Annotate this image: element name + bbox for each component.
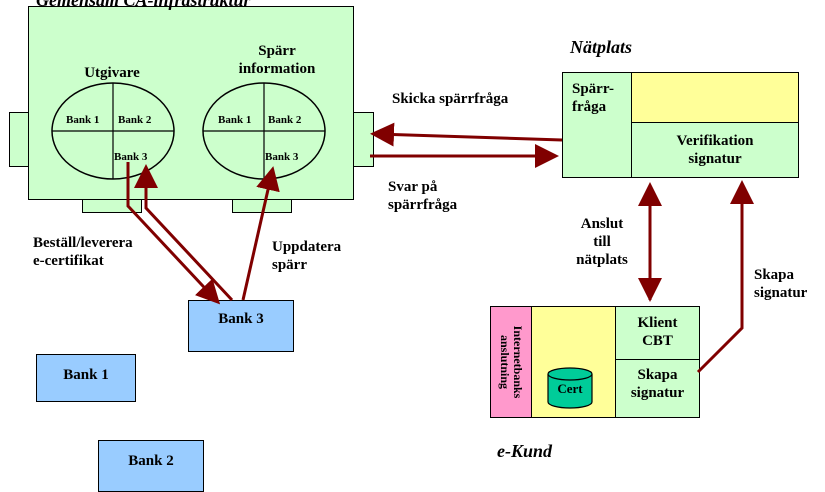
bank1-label: Bank 1 (63, 367, 109, 383)
skapa-cell (615, 359, 700, 418)
ekund-title: e-Kund (497, 441, 553, 461)
cert-label: Cert (557, 381, 583, 396)
arrow-bestall (126, 162, 221, 305)
revocation-bank-1: Bank 1 (218, 114, 252, 126)
bank2-label: Bank 2 (128, 453, 174, 469)
cert-cylinder (547, 367, 593, 409)
arrow-uppdatera (241, 166, 280, 301)
internetbank-cell (490, 306, 532, 418)
revocation-label: Spärr information (238, 43, 316, 77)
bestall-label: Beställ/leverera e-certifikat (33, 235, 133, 269)
bank2-box (98, 440, 204, 492)
skapa-signatur-label: Skapa signatur (754, 267, 808, 301)
central-title: Gemensam CA-infrastruktur (36, 0, 251, 10)
klient-cell (615, 306, 700, 360)
verifikation-cell (631, 122, 799, 178)
bank3-label: Bank 3 (218, 311, 264, 327)
bank3-box (188, 300, 294, 352)
issuer-label: Utgivare (84, 65, 140, 81)
arrow-leverera (134, 164, 234, 302)
arrow-skapa-signatur (696, 180, 754, 374)
issuer-bank-1: Bank 1 (66, 114, 100, 126)
arrow-skicka (370, 122, 563, 147)
uppdatera-label: Uppdatera spärr (272, 239, 342, 273)
skicka-label: Skicka spärrfråga (392, 91, 509, 107)
revocation-ellipse (202, 82, 326, 180)
issuer-bank-3: Bank 3 (114, 151, 148, 163)
svar-label: Svar på spärrfråga (388, 179, 458, 213)
revocation-bank-2: Bank 2 (268, 114, 302, 126)
issuer-bank-2: Bank 2 (118, 114, 152, 126)
bank1-box (36, 354, 136, 402)
natplats-title: Nätplats (570, 37, 633, 57)
revocation-bank-3: Bank 3 (265, 151, 299, 163)
sparr-fraga-label: Spärr- fråga (572, 81, 614, 115)
sparr-fraga-cell (562, 72, 632, 178)
anslut-label: Anslut till nätplats (576, 216, 628, 268)
issuer-ellipse (51, 82, 175, 180)
verifikation-label: Verifikation signatur (676, 133, 754, 167)
klient-label: Klient CBT (637, 315, 678, 349)
skapa-label: Skapa signatur (630, 367, 685, 401)
